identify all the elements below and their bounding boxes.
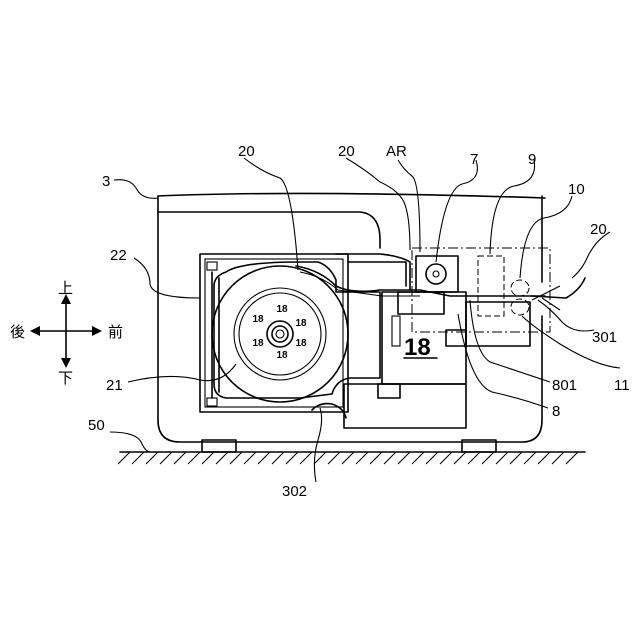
label-exit-port: 11 bbox=[614, 377, 630, 394]
cutter bbox=[511, 280, 529, 315]
housing-body bbox=[158, 193, 545, 442]
hatch-line bbox=[146, 452, 158, 464]
hatch-line bbox=[258, 452, 270, 464]
hatch-line bbox=[286, 452, 298, 464]
label-cassette-case: 22 bbox=[110, 247, 127, 264]
exit-guide-arrow bbox=[542, 298, 560, 310]
hatch-line bbox=[454, 452, 466, 464]
label-exit-guide: 301 bbox=[592, 329, 617, 346]
exit-tape bbox=[532, 278, 585, 298]
hatch-line bbox=[314, 452, 326, 464]
reel-mark: 18 bbox=[252, 338, 264, 349]
hatch-line bbox=[538, 452, 550, 464]
label-bottom-guide: 302 bbox=[282, 483, 307, 500]
hatch-line bbox=[566, 452, 578, 464]
hatch-line bbox=[482, 452, 494, 464]
hatch-line bbox=[188, 452, 200, 464]
reel-mark: 18 bbox=[295, 338, 307, 349]
reel-marks: 18 18 18 18 18 18 bbox=[252, 304, 307, 361]
hatch-line bbox=[342, 452, 354, 464]
direction-front: 前 bbox=[108, 323, 123, 341]
label-tape-top-mid: 20 bbox=[338, 143, 355, 160]
hatch-line bbox=[160, 452, 172, 464]
front-block bbox=[466, 302, 530, 346]
hatch-line bbox=[132, 452, 144, 464]
hatch-line bbox=[244, 452, 256, 464]
print-head-mark: 18 bbox=[404, 334, 431, 361]
hatch-line bbox=[216, 452, 228, 464]
sensor bbox=[478, 256, 504, 316]
hatch-line bbox=[384, 452, 396, 464]
label-surface: 50 bbox=[88, 417, 105, 434]
label-sensor: 9 bbox=[528, 151, 536, 168]
bottom-guide bbox=[312, 404, 346, 418]
tape-roll bbox=[212, 266, 348, 402]
hatch-line bbox=[300, 452, 312, 464]
upper-frame bbox=[336, 254, 410, 290]
leader-lines bbox=[110, 158, 620, 482]
hatch-line bbox=[272, 452, 284, 464]
label-tape-top-left: 20 bbox=[238, 143, 255, 160]
hatch-line bbox=[118, 452, 130, 464]
hatch-line bbox=[552, 452, 564, 464]
label-print-head: 8 bbox=[552, 403, 560, 420]
direction-down: 下 bbox=[58, 369, 73, 387]
reel-mark: 18 bbox=[276, 304, 288, 315]
hatch-line bbox=[524, 452, 536, 464]
label-housing: 3 bbox=[102, 173, 110, 190]
hatch-line bbox=[230, 452, 242, 464]
direction-indicator: 上 下 後 前 bbox=[10, 279, 123, 387]
hatch-line bbox=[202, 452, 214, 464]
reel-mark: 18 bbox=[252, 314, 264, 325]
reel-mark: 18 bbox=[295, 318, 307, 329]
ground-surface bbox=[118, 452, 585, 464]
hatch-line bbox=[468, 452, 480, 464]
label-tape-right: 20 bbox=[590, 221, 607, 238]
roller bbox=[416, 256, 458, 292]
hatch-line bbox=[356, 452, 368, 464]
print-head-unit: 18 bbox=[344, 292, 466, 428]
reference-labels: 3 20 20 AR 7 9 10 20 22 21 50 301 801 11… bbox=[88, 143, 630, 500]
hatch-line bbox=[510, 452, 522, 464]
direction-back: 後 bbox=[10, 323, 25, 341]
label-cutter: 10 bbox=[568, 181, 585, 198]
hatch-line bbox=[174, 452, 186, 464]
label-region: AR bbox=[386, 143, 407, 160]
hatch-line bbox=[412, 452, 424, 464]
hatch-line bbox=[398, 452, 410, 464]
hatch-line bbox=[496, 452, 508, 464]
top-guide bbox=[348, 262, 406, 286]
hatch-line bbox=[328, 452, 340, 464]
label-print-head-part: 801 bbox=[552, 377, 577, 394]
hatch-line bbox=[426, 452, 438, 464]
label-roller: 7 bbox=[470, 151, 478, 168]
reel-mark: 18 bbox=[276, 350, 288, 361]
direction-up: 上 bbox=[58, 279, 73, 297]
label-tape-roll: 21 bbox=[106, 377, 123, 394]
hatch-line bbox=[440, 452, 452, 464]
hatch-line bbox=[370, 452, 382, 464]
